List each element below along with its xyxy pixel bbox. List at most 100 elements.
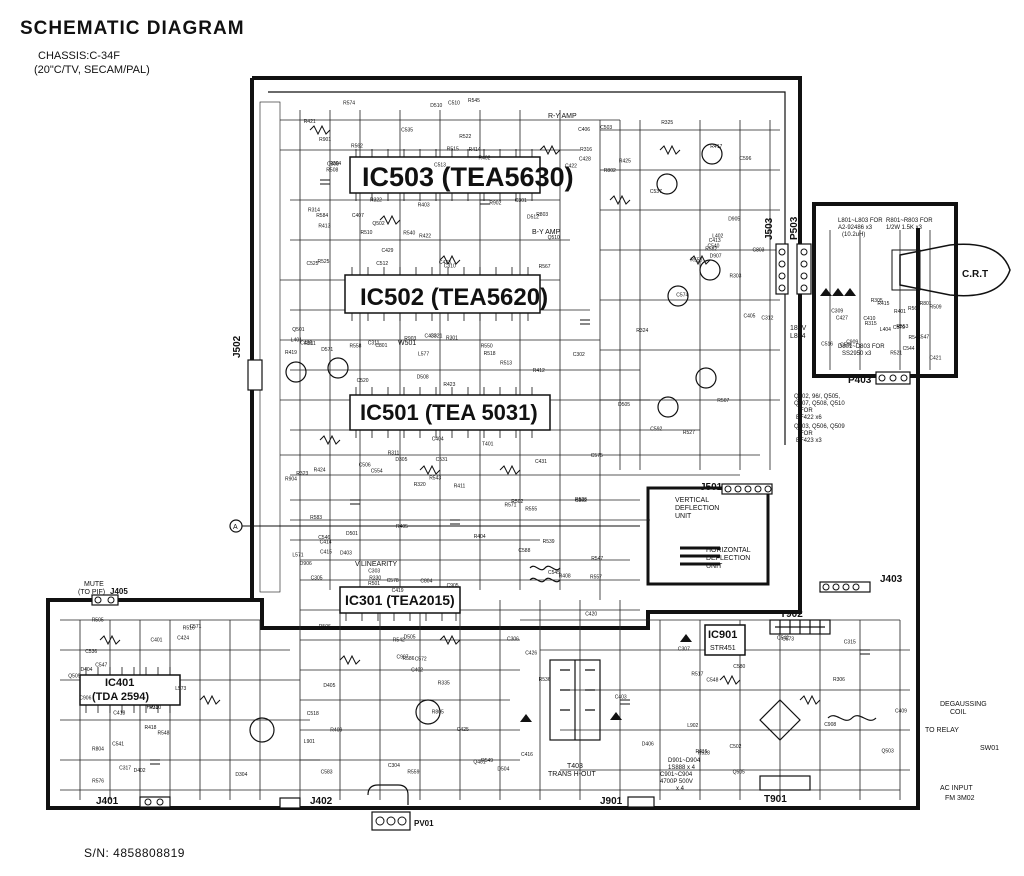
component-ref-label: R803 <box>536 212 548 218</box>
component-ref-label: C423 <box>439 260 451 266</box>
component-ref-label: D305 <box>395 457 407 463</box>
component-ref-label: R324 <box>636 328 648 334</box>
pv01-cable <box>367 784 409 805</box>
component-ref-label: R405 <box>396 524 408 530</box>
p503-label: P503 <box>789 216 800 240</box>
component-ref-label: R540 <box>403 231 415 237</box>
component-ref-label: F901 <box>147 704 159 710</box>
component-ref-label: R310 <box>149 705 161 711</box>
vdef-label-c: UNIT <box>675 513 692 520</box>
j403-label: J403 <box>880 574 903 585</box>
component-ref-label: R322 <box>370 198 382 204</box>
component-ref-label: R574 <box>343 101 355 107</box>
component-ref-label: R582 <box>705 247 717 253</box>
component-ref-label: D405 <box>323 683 335 689</box>
component-ref-label: R904 <box>285 477 297 483</box>
component-ref-label: C301 <box>515 198 527 204</box>
diodes <box>520 288 856 722</box>
component-ref-label: R802 <box>604 168 616 174</box>
component-ref-label: R508 <box>326 167 338 173</box>
crt-board-border <box>812 202 958 378</box>
component-ref-label: C302 <box>573 352 585 358</box>
component-ref-label: C506 <box>359 463 371 469</box>
ic401-box <box>79 674 181 706</box>
component-ref-label: C572 <box>415 656 427 662</box>
note-d901: D901~D904 <box>668 758 701 764</box>
ic901-box <box>704 624 746 656</box>
component-ref-label: R506 <box>319 624 331 630</box>
hdef-label-b: DEFLECTION <box>706 555 750 562</box>
j501-label: J501 <box>700 482 723 493</box>
component-ref-label: C305 <box>311 576 323 582</box>
component-ref-label: R509 <box>930 305 942 311</box>
component-ref-label: D402 <box>134 768 146 774</box>
component-ref-label: D304 <box>235 772 247 778</box>
component-ref-label: R547 <box>591 556 603 562</box>
component-ref-label: R586 <box>403 656 415 662</box>
note-c901b: 4700P 500V <box>660 779 693 785</box>
note-r801b: 1/2W 1.5K x3 <box>886 225 923 231</box>
component-ref-label: Q505 <box>733 769 745 775</box>
component-ref-label: R511 <box>304 341 316 347</box>
component-ref-label: R311 <box>388 450 400 456</box>
component-ref-label: C431 <box>535 459 547 465</box>
v180-label: 180V <box>790 325 807 332</box>
note-d901b: 1S888 x 4 <box>668 765 696 771</box>
vlinearity-label: V.LINEARITY <box>355 561 397 568</box>
component-ref-label: R425 <box>619 159 631 165</box>
hdef-label-c: UNIT <box>706 563 723 570</box>
component-ref-label: C407 <box>352 213 364 219</box>
component-ref-label: R543 <box>429 476 441 482</box>
component-ref-label: C401 <box>151 638 163 644</box>
component-ref-label: C408 <box>300 341 312 347</box>
component-ref-label: C513 <box>434 163 446 169</box>
t403-label: T403 <box>567 763 583 770</box>
component-ref-label: R303 <box>730 273 742 279</box>
component-ref-label: C422 <box>565 164 577 170</box>
component-ref-label: C430 <box>425 334 437 340</box>
j502-label: J502 <box>232 335 243 358</box>
component-ref-label: D504 <box>497 766 509 772</box>
component-ref-label: Q501 <box>292 327 304 333</box>
component-ref-label: C575 <box>591 453 603 459</box>
component-ref-label: C512 <box>376 261 388 267</box>
t403-sub: TRANS H-OUT <box>548 771 597 778</box>
component-ref-label: D505 <box>404 635 416 641</box>
component-ref-label: C410 <box>863 316 875 322</box>
component-ref-label: T401 <box>482 442 494 448</box>
component-ref-label: C414 <box>320 540 332 546</box>
component-ref-label: C502 <box>730 744 742 750</box>
component-ref-label: C421 <box>929 356 941 362</box>
ic502-label: IC502 (TEA5620) <box>360 284 548 311</box>
by-amp-label: B-Y AMP <box>532 229 561 236</box>
component-ref-label: C580 <box>733 664 745 670</box>
component-ref-label: R412 <box>533 368 545 374</box>
note-c901: C901~C904 <box>660 772 693 778</box>
component-ref-label: R417 <box>710 144 722 150</box>
component-ref-label: D510 <box>430 103 442 109</box>
component-ref-label: C321 <box>430 334 442 340</box>
component-ref-label: L901 <box>304 739 315 745</box>
page-title: SCHEMATIC DIAGRAM <box>20 18 245 39</box>
component-ref-label: R316 <box>580 147 592 153</box>
t901-label: T901 <box>764 794 787 805</box>
ic-pins <box>85 149 533 713</box>
component-ref-label: R536 <box>539 677 551 683</box>
note-q503b: FOR <box>800 431 813 437</box>
component-ref-label: R584 <box>316 213 328 219</box>
component-ref-label: R518 <box>484 351 496 357</box>
component-ref-label: L573 <box>175 686 186 692</box>
serial-number: S/N: 4858808819 <box>84 846 185 860</box>
ic-block-left-region <box>259 101 281 593</box>
note-l801b: A2-92486 x3 <box>838 225 873 231</box>
component-ref-label: C536 <box>85 649 97 655</box>
component-ref-label: R559 <box>407 770 419 776</box>
transformers <box>529 546 877 791</box>
component-ref-label: C541 <box>112 741 124 747</box>
component-ref-label: R507 <box>717 398 729 404</box>
component-ref-label: C576 <box>840 342 852 348</box>
component-ref-label: C544 <box>903 346 915 352</box>
component-ref-label: C309 <box>831 309 843 315</box>
component-ref-label: C535 <box>401 128 413 134</box>
chassis-label: CHASSIS:C-34F <box>38 50 120 62</box>
